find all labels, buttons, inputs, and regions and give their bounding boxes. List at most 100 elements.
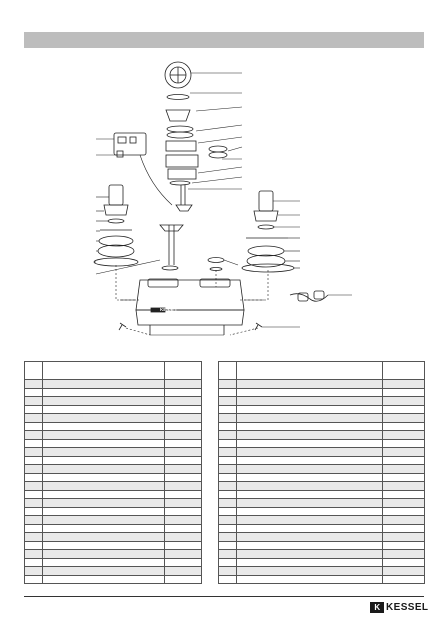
table-row <box>24 532 202 542</box>
table-cell <box>164 489 202 499</box>
table-cell <box>24 464 43 474</box>
table-row <box>218 404 425 414</box>
tank-brand-label: KESSEL <box>160 307 178 312</box>
table-cell <box>24 438 43 448</box>
table-cell <box>164 413 202 423</box>
table-cell <box>24 506 43 516</box>
table-cell <box>236 532 383 542</box>
table-cell <box>164 447 202 457</box>
table-cell <box>382 404 425 414</box>
table-cell <box>164 421 202 431</box>
table-cell <box>236 540 383 550</box>
table-cell <box>236 549 383 559</box>
parts-table-right <box>218 361 425 584</box>
table-row <box>218 421 425 431</box>
table-cell <box>382 489 425 499</box>
table-cell <box>24 523 43 533</box>
control-panel-part <box>164 61 228 186</box>
table-cell <box>382 532 425 542</box>
table-cell <box>236 464 383 474</box>
table-cell <box>382 540 425 550</box>
table-row <box>218 472 425 482</box>
table-cell <box>236 404 383 414</box>
table-row <box>218 447 425 457</box>
footer-divider <box>24 596 424 597</box>
table-cell <box>24 404 43 414</box>
table-row <box>218 413 425 423</box>
table-cell <box>236 455 383 465</box>
table-cell <box>218 421 237 431</box>
table-cell <box>218 413 237 423</box>
table-row <box>24 498 202 508</box>
table-cell <box>218 447 237 457</box>
table-row <box>24 413 202 423</box>
table-cell <box>218 396 237 406</box>
table-row <box>24 506 202 516</box>
table-cell <box>382 566 425 576</box>
table-header-row <box>218 361 425 380</box>
table-cell <box>42 523 165 533</box>
table-cell <box>24 498 43 508</box>
table-cell <box>218 532 237 542</box>
table-cell <box>24 413 43 423</box>
table-cell <box>42 515 165 525</box>
table-row <box>24 379 202 389</box>
table-row <box>218 523 425 533</box>
exploded-parts-diagram: KESSEL <box>93 61 352 336</box>
table-header-cell <box>164 361 202 380</box>
table-cell <box>164 396 202 406</box>
table-row <box>218 557 425 567</box>
table-cell <box>236 413 383 423</box>
table-cell <box>42 379 165 389</box>
table-cell <box>382 421 425 431</box>
control-module-part <box>113 132 173 206</box>
table-row <box>24 557 202 567</box>
table-cell <box>42 464 165 474</box>
table-cell <box>218 387 237 397</box>
table-row <box>24 549 202 559</box>
table-cell <box>218 438 237 448</box>
table-cell <box>236 438 383 448</box>
table-cell <box>382 447 425 457</box>
cable-accessory-part <box>289 290 329 302</box>
table-cell <box>382 472 425 482</box>
table-cell <box>24 515 43 525</box>
table-row <box>218 540 425 550</box>
table-cell <box>164 532 202 542</box>
table-cell <box>42 481 165 491</box>
table-cell <box>164 481 202 491</box>
table-cell <box>382 430 425 440</box>
table-cell <box>42 430 165 440</box>
table-cell <box>236 387 383 397</box>
table-cell <box>218 566 237 576</box>
table-cell <box>24 481 43 491</box>
table-cell <box>236 396 383 406</box>
table-cell <box>42 404 165 414</box>
table-cell <box>382 464 425 474</box>
table-cell <box>218 515 237 525</box>
table-row <box>24 447 202 457</box>
table-cell <box>24 455 43 465</box>
table-row <box>218 387 425 397</box>
table-cell <box>24 447 43 457</box>
table-row <box>218 489 425 499</box>
table-row <box>24 523 202 533</box>
table-cell <box>164 387 202 397</box>
right-pump-part <box>207 190 295 273</box>
table-cell <box>382 387 425 397</box>
table-header-cell <box>24 361 43 380</box>
table-cell <box>236 481 383 491</box>
table-cell <box>42 532 165 542</box>
table-row <box>24 566 202 576</box>
table-cell <box>382 523 425 533</box>
table-cell <box>382 498 425 508</box>
table-cell <box>24 532 43 542</box>
table-cell <box>42 557 165 567</box>
table-cell <box>24 379 43 389</box>
table-cell <box>164 472 202 482</box>
table-cell <box>42 447 165 457</box>
table-cell <box>42 438 165 448</box>
table-cell <box>382 506 425 516</box>
table-row <box>218 438 425 448</box>
table-row <box>24 396 202 406</box>
